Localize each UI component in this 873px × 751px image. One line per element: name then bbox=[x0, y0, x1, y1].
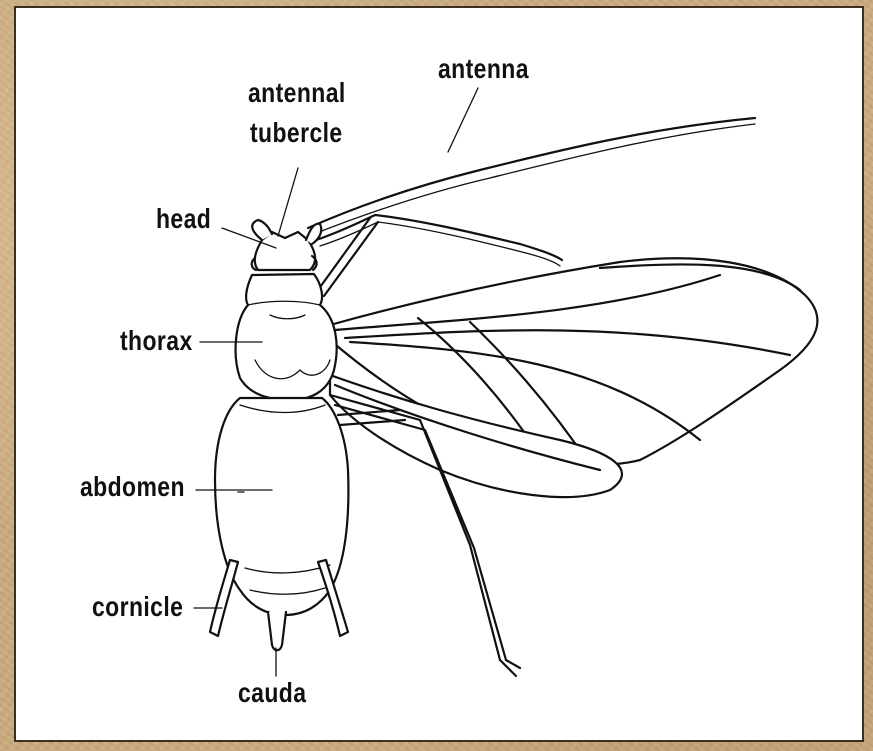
midleg-tarsus bbox=[500, 660, 520, 676]
label-cornicle: cornicle bbox=[92, 592, 183, 621]
label-head: head bbox=[156, 204, 211, 233]
leader-antennal-tubercle bbox=[278, 168, 298, 236]
foreleg bbox=[318, 218, 378, 296]
label-antenna: antenna bbox=[438, 54, 529, 83]
antenna-lower-inner bbox=[320, 222, 560, 266]
leader-antenna bbox=[448, 88, 478, 152]
label-antennal-tubercle-line1: antennal bbox=[248, 78, 346, 107]
label-cauda: cauda bbox=[238, 678, 306, 707]
cauda-shape bbox=[268, 612, 286, 650]
label-abdomen: abdomen bbox=[80, 472, 185, 501]
thorax-shape bbox=[236, 274, 337, 400]
cornicle-left bbox=[210, 560, 238, 636]
label-antennal-tubercle-line2: tubercle bbox=[250, 118, 343, 147]
antenna-upper-inner bbox=[314, 124, 755, 234]
label-thorax: thorax bbox=[120, 326, 193, 355]
